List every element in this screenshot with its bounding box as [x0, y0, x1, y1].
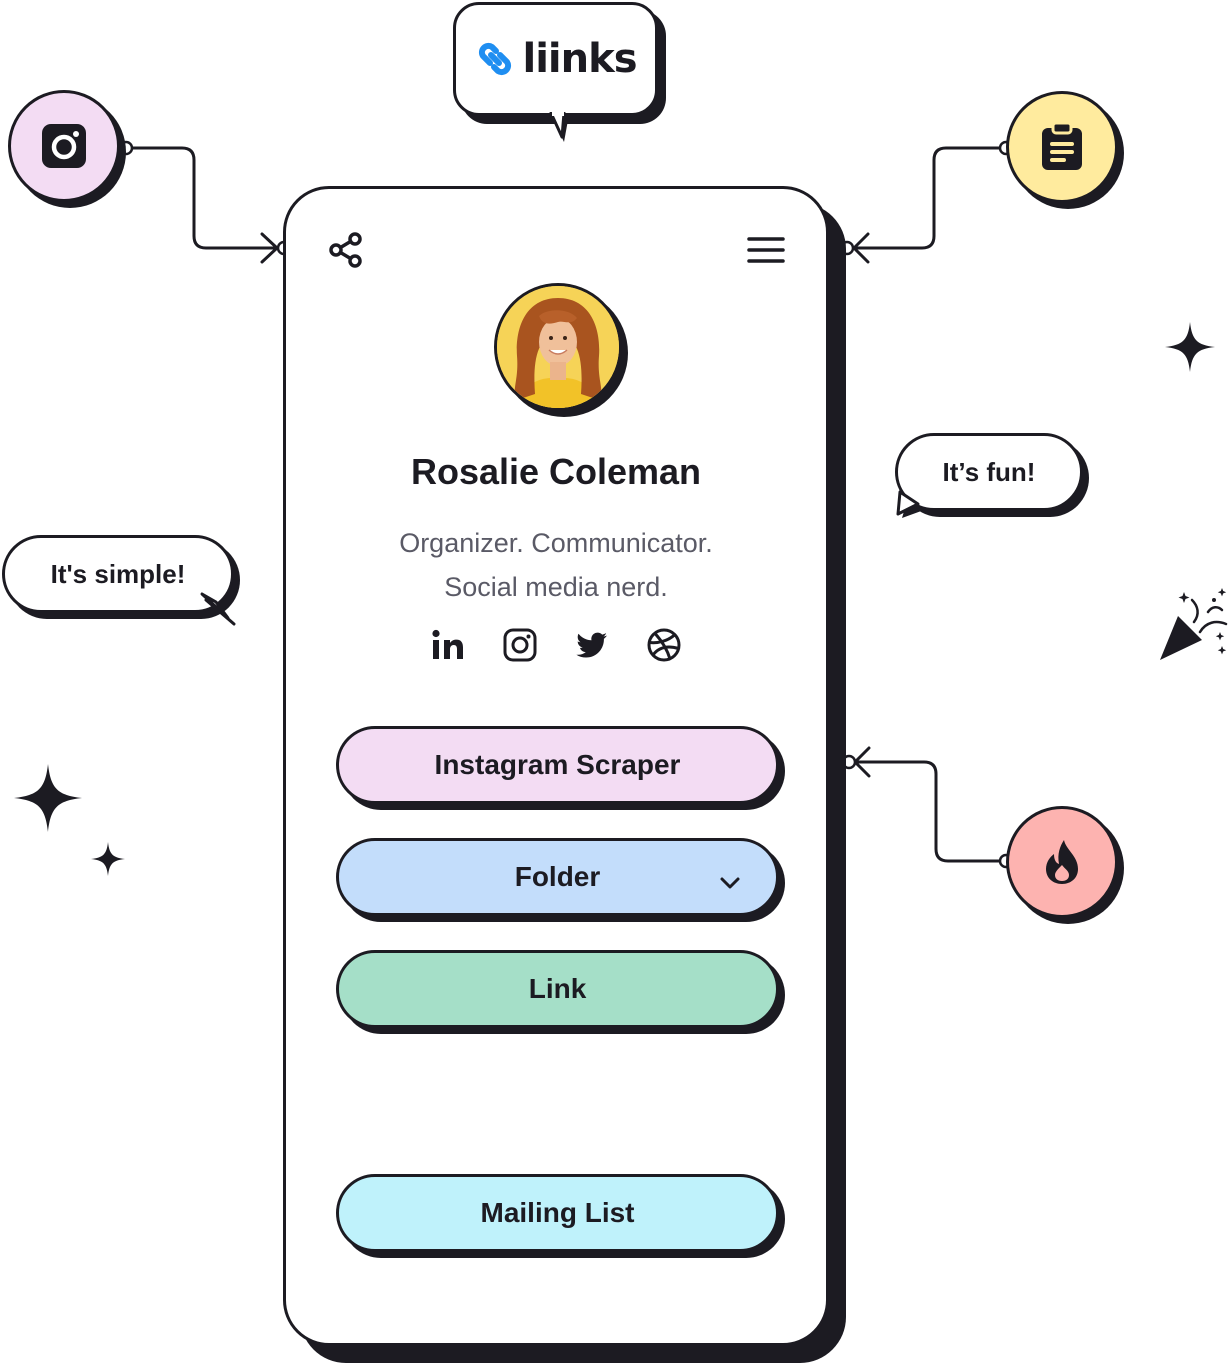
link-chain-icon [474, 38, 516, 80]
speech-text: It’s fun! [942, 456, 1036, 487]
instagram-badge [8, 90, 120, 202]
chevron-down-icon [718, 868, 742, 889]
logo-bubble-tail [549, 112, 568, 142]
hamburger-menu-icon[interactable] [746, 233, 786, 267]
phone-frame: Rosalie Coleman Organizer. Communicator.… [283, 186, 829, 1346]
share-icon[interactable] [327, 231, 365, 269]
speech-bubble-left-tail [200, 592, 236, 626]
dribbble-icon[interactable] [646, 627, 682, 663]
flame-icon [1042, 838, 1082, 886]
party-popper-icon [1160, 588, 1228, 660]
mailing-list-button[interactable]: Mailing List [336, 1174, 779, 1252]
instagram-icon[interactable] [502, 627, 538, 663]
twitter-icon[interactable] [574, 627, 610, 663]
bio-line: Organizer. Communicator. [399, 528, 713, 558]
profile-name: Rosalie Coleman [410, 451, 702, 492]
button-label: Mailing List [480, 1197, 635, 1228]
flame-badge [1006, 806, 1118, 918]
link-button[interactable]: Link [336, 950, 779, 1028]
sparkle-icon [14, 764, 82, 832]
instagram-scraper-button[interactable]: Instagram Scraper [336, 726, 779, 804]
logo-bubble: liinks [453, 2, 658, 116]
folder-button[interactable]: Folder [336, 838, 779, 916]
button-label: Link [528, 973, 587, 1004]
clipboard-icon [1040, 121, 1084, 172]
speech-bubble-right: It’s fun! [895, 433, 1083, 511]
social-links-row [286, 627, 826, 663]
sparkle-icon [1165, 322, 1215, 372]
speech-bubble-left: It's simple! [2, 535, 234, 613]
button-label: Folder [514, 861, 601, 892]
instagram-icon [40, 122, 88, 170]
brand-logo-text: liinks [522, 36, 637, 82]
button-label: Instagram Scraper [434, 749, 681, 780]
clipboard-badge [1006, 91, 1118, 203]
speech-bubble-right-tail [896, 490, 924, 518]
sparkle-icon [91, 842, 125, 876]
linkedin-icon[interactable] [430, 627, 466, 663]
speech-text: It's simple! [50, 558, 186, 589]
avatar [494, 283, 622, 411]
profile-bio: Organizer. Communicator. Social media ne… [286, 521, 826, 609]
bio-line: Social media nerd. [444, 572, 668, 602]
